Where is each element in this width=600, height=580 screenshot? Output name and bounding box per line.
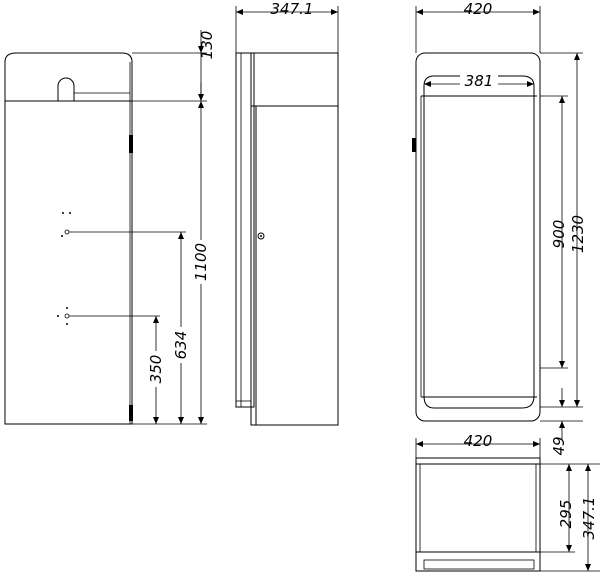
side-mark-dot	[57, 315, 59, 317]
side-outline	[4, 52, 133, 425]
side-hinge-upper	[129, 135, 133, 153]
side-lock-hole-lower	[64, 313, 70, 319]
side-lock-hole-upper	[64, 229, 70, 235]
dim-label-347-top: 347.1	[580, 497, 598, 540]
dim-label-634: 634	[172, 331, 190, 360]
side-handle-slot	[57, 77, 75, 101]
dim-label-bg	[460, 74, 498, 88]
dim-label-900: 900	[550, 220, 568, 249]
dim-label-381: 381	[465, 72, 494, 90]
dim-label-347: 347.1	[271, 0, 314, 18]
side-mark-dot	[62, 212, 64, 214]
back-outline	[415, 52, 541, 422]
top-outline	[415, 457, 541, 572]
dim-label-295: 295	[557, 500, 575, 529]
front-view: 347.1	[235, 0, 339, 426]
front-body	[250, 52, 339, 426]
dim-label-1100: 1100	[192, 243, 210, 281]
side-hinge-lower	[129, 405, 133, 421]
dim-label-130: 130	[198, 31, 216, 60]
side-mark-dot	[69, 212, 71, 214]
side-view: 130 1100 634 350	[4, 30, 216, 425]
top-view: 420 295 347.1	[415, 432, 600, 572]
top-door-step	[423, 559, 535, 570]
dim-label-49: 49	[550, 436, 568, 455]
dim-label-420-top: 420	[464, 432, 493, 450]
back-hinge	[412, 138, 416, 152]
dim-label-bg	[149, 351, 163, 387]
dim-label-bg	[194, 240, 208, 284]
back-inner-panel	[423, 75, 535, 409]
side-mark-dot	[61, 235, 63, 237]
side-mark-dot	[66, 307, 68, 309]
back-view: 420 381 900 1230 49	[412, 0, 587, 456]
dim-label-420: 420	[464, 0, 493, 18]
dim-label-350: 350	[147, 355, 165, 384]
front-lock-dot	[260, 235, 262, 237]
top-inner-frame	[419, 463, 537, 553]
side-mark-dot	[66, 323, 68, 325]
dim-label-bg	[174, 327, 188, 363]
front-lock-icon	[257, 232, 265, 240]
dim-label-1230: 1230	[569, 215, 587, 253]
